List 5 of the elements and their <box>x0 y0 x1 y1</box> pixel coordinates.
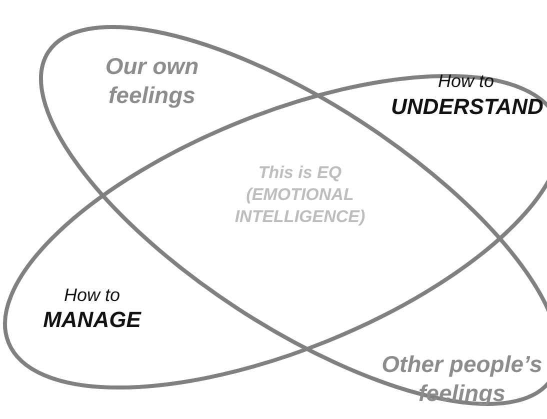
circle-label: How to MANAGE <box>42 284 142 334</box>
circle-label: Our own feelings <box>104 52 200 110</box>
circle-label: Other people’s feelings <box>380 350 544 408</box>
center-label: This is EQ (EMOTIONAL INTELLIGENCE) <box>234 162 366 228</box>
circle-label: How to UNDERSTAND <box>390 70 541 120</box>
